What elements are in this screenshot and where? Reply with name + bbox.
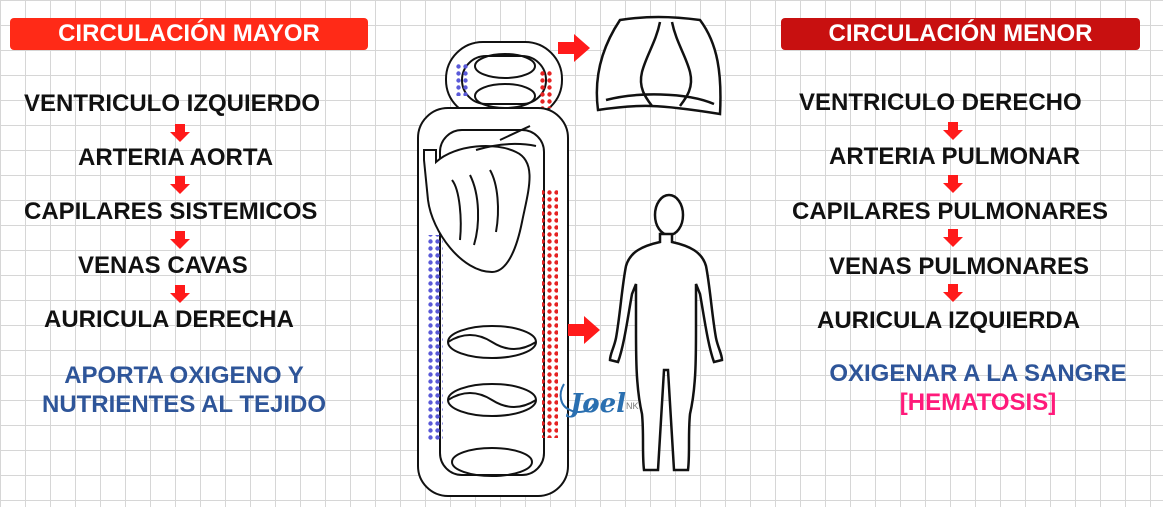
right-note: OXIGENAR A LA SANGRE [HEMATOSIS]	[812, 359, 1144, 417]
right-step-2: ARTERIA PULMONAR	[829, 143, 1081, 170]
left-step-5: AURICULA DERECHA	[44, 306, 294, 333]
left-step-1: VENTRICULO IZQUIERDO	[24, 90, 321, 117]
left-step-2: ARTERIA AORTA	[78, 144, 274, 171]
right-step-4: VENAS PULMONARES	[829, 253, 1090, 280]
title-label: CIRCULACIÓN MAYOR	[58, 20, 320, 47]
left-note: APORTA OXIGENO Y NUTRIENTES AL TEJIDO	[28, 361, 340, 419]
left-step-3: CAPILARES SISTEMICOS	[24, 198, 318, 225]
right-step-1: VENTRICULO DERECHO	[799, 89, 1082, 116]
arrow-right-icon	[558, 34, 590, 62]
title-label: CIRCULACIÓN MENOR	[828, 20, 1093, 47]
human-body-icon	[608, 193, 724, 472]
watermark-text: Joel	[565, 389, 626, 419]
title-circulacion-menor: CIRCULACIÓN MENOR	[781, 18, 1140, 50]
watermark-logo: Joel NK	[559, 383, 639, 419]
heart-icon	[423, 125, 537, 274]
pulmonary-loop	[445, 41, 563, 118]
hematosis-label: [HEMATOSIS]	[899, 389, 1057, 416]
left-step-4: VENAS CAVAS	[78, 252, 248, 279]
lungs-icon	[595, 15, 722, 116]
watermark-suffix: NK	[626, 401, 639, 411]
left-note-line2: NUTRIENTES AL TEJIDO	[41, 391, 327, 418]
right-step-3: CAPILARES PULMONARES	[792, 198, 1109, 225]
title-circulacion-mayor: CIRCULACIÓN MAYOR	[10, 18, 368, 50]
right-note-line1: OXIGENAR A LA SANGRE	[829, 360, 1127, 387]
left-note-line1: APORTA OXIGENO Y	[64, 362, 304, 389]
right-step-5: AURICULA IZQUIERDA	[817, 307, 1081, 334]
arrow-right-icon	[568, 316, 600, 344]
